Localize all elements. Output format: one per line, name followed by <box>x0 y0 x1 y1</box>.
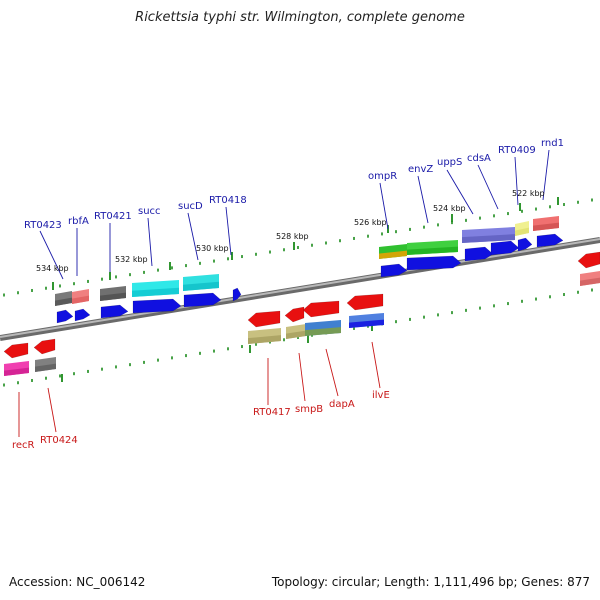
gene-labels: RT0423 rbfA RT0421 succ sucD RT0418 ompR envZ up… <box>12 138 564 451</box>
forward-gene-label: RT0421 <box>94 211 132 222</box>
forward-gene-label: rbfA <box>68 216 89 227</box>
cog-box <box>533 222 559 231</box>
forward-gene-label: RT0418 <box>209 195 247 206</box>
reverse-gene-arrow <box>3 342 29 359</box>
forward-gene-arrow <box>464 246 494 262</box>
reverse-gene-label: RT0424 <box>40 435 78 446</box>
scale-label: 524 kbp <box>433 204 466 213</box>
forward-gene-arrow <box>490 240 520 256</box>
reverse-leader-line <box>47 387 57 433</box>
forward-gene-arrow <box>100 304 129 319</box>
cog-box <box>55 297 72 306</box>
forward-gene-label: envZ <box>408 164 433 175</box>
feature-boxes <box>4 216 600 376</box>
forward-leader-line <box>542 149 550 201</box>
cog-box <box>72 295 89 304</box>
forward-gene-label: uppS <box>437 157 462 168</box>
forward-gene-arrow <box>517 237 533 252</box>
cog-box <box>132 287 179 297</box>
reverse-gene-arrow <box>284 306 305 323</box>
forward-gene-arrow <box>56 309 74 324</box>
reverse-leader-line <box>371 341 381 389</box>
tick-marks <box>3 197 593 387</box>
forward-leader-line <box>225 206 232 256</box>
scale-label: 528 kbp <box>276 232 309 241</box>
reverse-gene-label: smpB <box>295 404 323 415</box>
cog-box <box>286 330 306 339</box>
cog-box <box>349 319 384 328</box>
cog-box <box>4 367 29 376</box>
forward-leader-line <box>39 230 64 280</box>
forward-gene-label: RT0423 <box>24 220 62 231</box>
scale-label: 534 kbp <box>36 264 69 273</box>
reverse-gene-arrow <box>577 251 600 269</box>
scale-labels: 534 kbp 532 kbp 530 kbp 528 kbp 526 kbp 524 k… <box>36 189 545 273</box>
forward-gene-label: sucD <box>178 201 203 212</box>
scale-label: 522 kbp <box>512 189 545 198</box>
forward-leader-line <box>417 175 429 224</box>
reverse-gene-label: RT0417 <box>253 407 291 418</box>
forward-leader-line <box>446 169 474 215</box>
forward-gene-label: ompR <box>368 171 397 182</box>
gene-arrows <box>3 233 600 359</box>
reverse-gene-arrow <box>33 338 56 355</box>
forward-gene-label: RT0409 <box>498 145 536 156</box>
forward-leader-line <box>477 164 499 210</box>
forward-leader-line <box>147 217 153 267</box>
label-leader-lines <box>18 149 550 437</box>
reverse-leader-line <box>325 348 339 397</box>
reverse-gene-label: dapA <box>329 399 355 410</box>
reverse-gene-label: recR <box>12 440 35 451</box>
forward-gene-label: cdsA <box>467 153 491 164</box>
scale-label: 532 kbp <box>115 255 148 264</box>
cog-box <box>183 281 219 291</box>
forward-leader-line <box>379 182 389 230</box>
cog-box <box>379 250 407 259</box>
scale-label: 530 kbp <box>196 244 229 253</box>
forward-gene-arrow <box>74 308 91 322</box>
cog-box <box>462 234 515 243</box>
forward-leader-line <box>187 212 199 261</box>
reverse-gene-arrow <box>247 310 281 328</box>
cog-box <box>407 246 458 255</box>
backbone-highlight <box>0 238 600 338</box>
cog-box <box>100 292 126 301</box>
cog-box <box>305 327 341 336</box>
forward-gene-label: rnd1 <box>541 138 564 149</box>
reverse-gene-arrow <box>302 300 340 318</box>
cog-box <box>35 363 56 372</box>
forward-gene-arrow <box>536 233 564 248</box>
reverse-gene-arrow <box>346 293 384 311</box>
reverse-gene-label: ilvE <box>372 390 390 401</box>
forward-leader-line <box>514 156 519 206</box>
forward-gene-arrow <box>132 298 182 314</box>
topology-label: Topology: circular; Length: 1,111,496 bp… <box>271 575 590 589</box>
forward-gene-label: succ <box>138 206 161 217</box>
reverse-leader-line <box>298 352 306 402</box>
cog-box <box>248 335 281 344</box>
accession-label: Accession: NC_006142 <box>9 575 146 589</box>
cog-box <box>580 277 600 286</box>
forward-gene-arrow <box>183 292 222 308</box>
forward-gene-arrow <box>406 255 462 271</box>
forward-gene-arrow <box>232 287 242 302</box>
map-title: Rickettsia typhi str. Wilmington, comple… <box>135 10 465 25</box>
forward-gene-arrow <box>380 263 408 278</box>
genome-backbone <box>0 237 600 341</box>
cog-box <box>515 227 529 236</box>
scale-label: 526 kbp <box>354 218 387 227</box>
